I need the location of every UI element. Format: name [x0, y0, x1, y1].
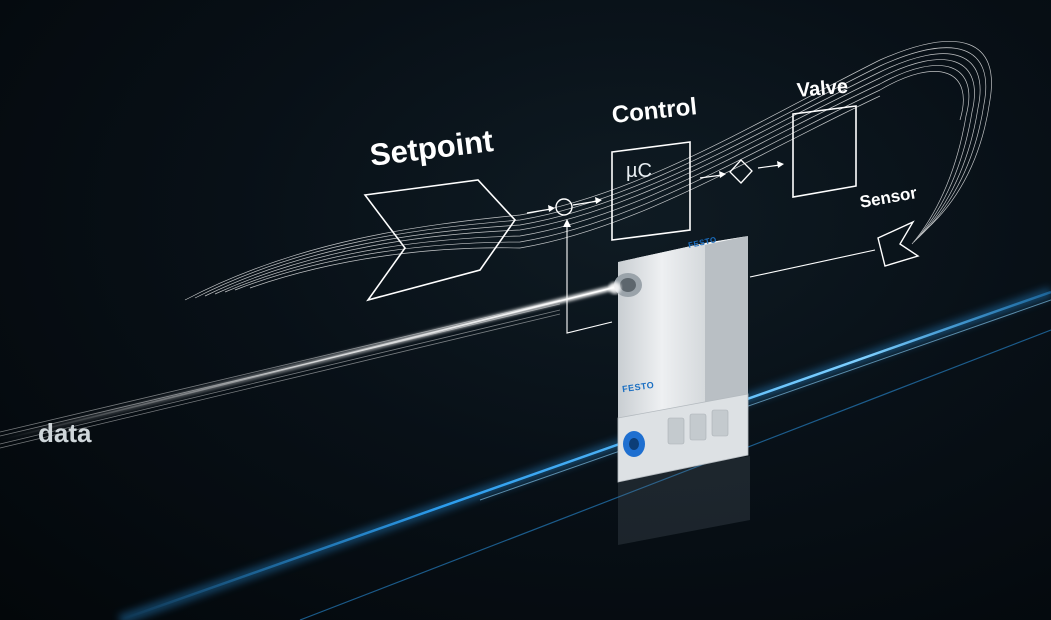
data-label: data [38, 418, 92, 448]
data-ribbon [184, 41, 992, 301]
controller-device [609, 236, 750, 545]
setpoint-shape [363, 179, 517, 302]
arrow-control-to-diamond [699, 171, 726, 179]
valve-label: Valve [795, 75, 849, 102]
arrow-setpoint-to-junction [526, 205, 555, 214]
actuator-diamond [729, 159, 753, 184]
arrow-diamond-to-valve [757, 161, 784, 169]
glow-lines [118, 287, 1051, 620]
feedback-loop [563, 219, 876, 334]
sensor-shape [877, 220, 920, 267]
valve-box [792, 105, 857, 198]
summing-junction [555, 198, 573, 216]
arrow-junction-to-control [572, 197, 602, 206]
microcontroller-label: µC [626, 160, 652, 182]
data-beam [0, 283, 621, 449]
control-box [611, 141, 691, 241]
